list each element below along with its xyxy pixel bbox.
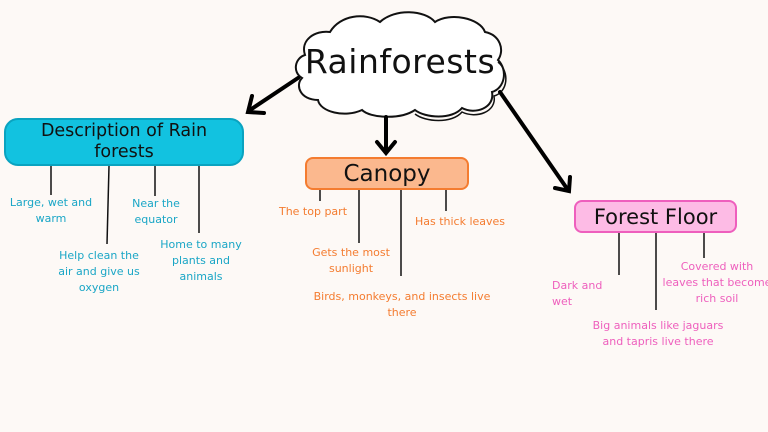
note-line: Birds, monkeys, and insects live <box>313 290 491 303</box>
note: Has thick leaves <box>410 214 510 230</box>
note-line: Help clean the <box>59 249 139 262</box>
note: Covered with leaves that become rich soi… <box>660 259 768 307</box>
note: Big animals like jaguars and tapris live… <box>592 318 724 350</box>
arrow-to-forest-floor <box>498 90 572 194</box>
note-line: wet <box>552 295 573 308</box>
note-line: Gets the most <box>312 246 390 259</box>
branch-label-line2: forests <box>94 142 154 162</box>
note-line: plants and <box>172 254 230 267</box>
arrow-to-canopy <box>375 115 397 157</box>
note: Birds, monkeys, and insects live there <box>310 289 494 321</box>
note: Large, wet and warm <box>2 195 100 227</box>
note-line: Has thick leaves <box>414 215 506 228</box>
note-line: Home to many <box>160 238 242 251</box>
note-line: equator <box>134 213 178 226</box>
note-line: there <box>387 306 417 319</box>
branch-forest-floor: Forest Floor <box>574 200 737 233</box>
arrow-to-description <box>245 76 300 115</box>
note-line: rich soil <box>695 292 739 305</box>
note: Near the equator <box>122 196 190 228</box>
branch-canopy: Canopy <box>305 157 469 190</box>
note: Home to many plants and animals <box>155 237 247 285</box>
note-line: Dark and <box>552 279 603 292</box>
note-line: leaves that become <box>662 276 768 289</box>
note-line: The top part <box>278 205 348 218</box>
note-line: oxygen <box>78 281 120 294</box>
description-connectors <box>50 165 200 245</box>
branch-description: Description of Rain forests <box>4 118 244 166</box>
note-line: air and give us <box>58 265 140 278</box>
note-line: and tapris live there <box>602 335 714 348</box>
canopy-connectors <box>319 190 447 276</box>
note-line: Covered with <box>680 260 754 273</box>
diagram-title: Rainforests <box>304 42 496 81</box>
note: The top part <box>272 204 354 220</box>
forest-floor-connectors <box>618 233 705 310</box>
note-line: animals <box>179 270 223 283</box>
note-line: warm <box>35 212 67 225</box>
note-line: sunlight <box>328 262 374 275</box>
note-line: Near the <box>132 197 180 210</box>
note: Help clean the air and give us oxygen <box>52 248 146 296</box>
note-line: Big animals like jaguars <box>592 319 724 332</box>
title-cloud <box>294 11 507 122</box>
note: Gets the most sunlight <box>306 245 396 277</box>
note: Dark and wet <box>552 278 612 310</box>
note-line: Large, wet and <box>9 196 93 209</box>
branch-label-line1: Description of Rain <box>40 121 208 141</box>
